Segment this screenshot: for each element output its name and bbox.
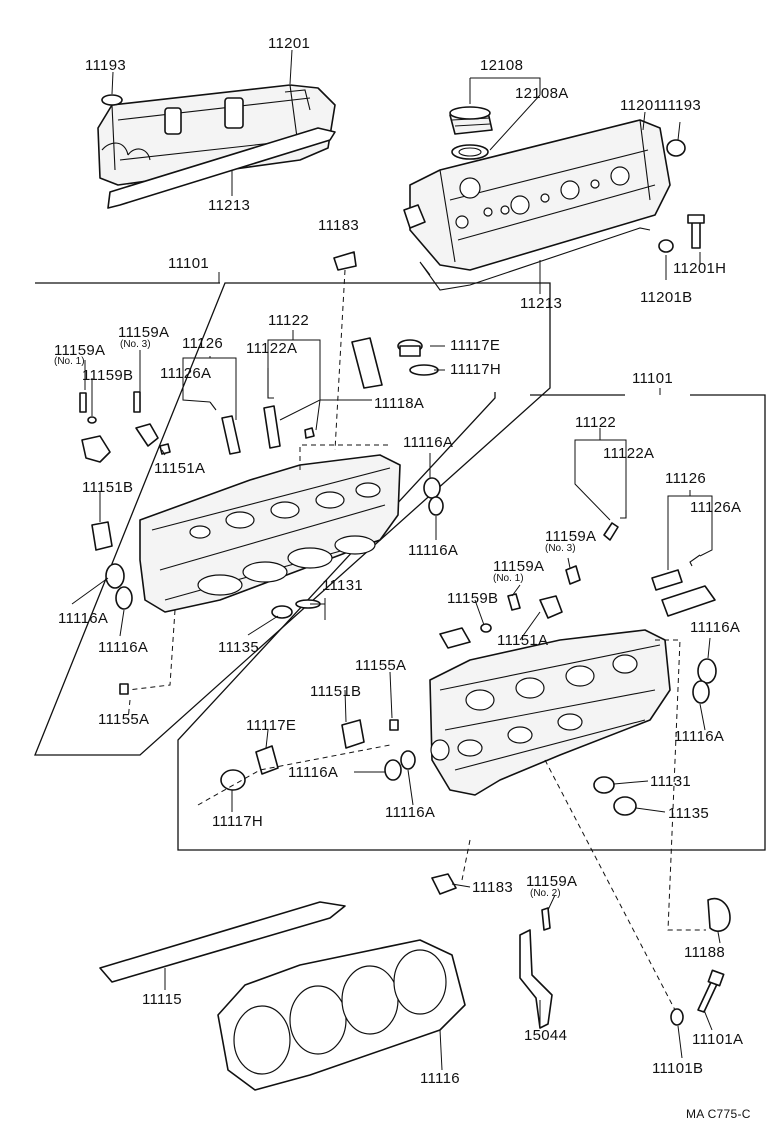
label-11116A-left-2: 11116A bbox=[408, 542, 459, 559]
label-11135-left: 11135 bbox=[218, 639, 259, 656]
label-11126-right: 11126 bbox=[665, 470, 706, 487]
label-11122A-right: 11122A bbox=[603, 445, 655, 462]
bracket-15044 bbox=[519, 929, 553, 1029]
label-11101B: 11101B bbox=[652, 1060, 704, 1077]
label-11101-right: 11101 bbox=[632, 370, 673, 387]
label-11159A-no1-right: 11159A bbox=[493, 558, 545, 575]
valve-cover-gasket-right bbox=[419, 227, 651, 291]
label-11193-top-left: 11193 bbox=[85, 57, 126, 74]
head-bolt bbox=[697, 969, 725, 1013]
label-no3-left: (No. 3) bbox=[120, 339, 151, 350]
diagram-code: MA C775-C bbox=[686, 1107, 751, 1121]
label-11193-right-text: 11193 bbox=[660, 97, 701, 114]
cam-plug bbox=[707, 898, 731, 932]
label-11213-top-left: 11213 bbox=[208, 197, 251, 214]
left-assembly-frame bbox=[34, 282, 551, 756]
left-head-small-parts bbox=[79, 251, 444, 695]
label-11117H-left: 11117H bbox=[450, 361, 502, 378]
label-11116A-left-1: 11116A bbox=[403, 434, 454, 451]
label-11151B-left: 11151B bbox=[82, 479, 134, 496]
label-11126A-right: 11126A bbox=[690, 499, 742, 516]
valve-cover-left bbox=[97, 84, 336, 186]
label-11116A-left-3: 11116A bbox=[58, 610, 109, 627]
label-11116A-left-4: 11116A bbox=[98, 639, 149, 656]
oil-filler-cap bbox=[449, 106, 493, 135]
label-11201H: 11201H bbox=[673, 260, 727, 277]
oil-filler-cap-gasket bbox=[451, 144, 489, 160]
cylinder-head-right bbox=[429, 629, 671, 796]
label-11122-right: 11122 bbox=[575, 414, 616, 431]
label-no1-left: (No. 1) bbox=[54, 356, 85, 367]
label-11188: 11188 bbox=[684, 944, 725, 961]
oil-filler-grommet-right bbox=[666, 139, 686, 157]
right-assembly-frame bbox=[177, 392, 766, 851]
label-11131-right: 11131 bbox=[650, 773, 691, 790]
label-11101-left: 11101 bbox=[168, 255, 209, 272]
leader-lines bbox=[71, 49, 721, 1071]
valve-cover-gasket-left bbox=[107, 127, 336, 209]
label-11159A-no2: 11159A bbox=[526, 873, 578, 890]
cylinder-head-gasket bbox=[217, 939, 466, 1091]
cylinder-head-left bbox=[139, 454, 401, 613]
label-11116A-right-1: 11116A bbox=[690, 619, 741, 636]
head-bolt-washer bbox=[670, 1008, 684, 1026]
label-11122-left: 11122 bbox=[268, 312, 309, 329]
label-11151A-left: 11151A bbox=[154, 460, 206, 477]
label-11126-left: 11126 bbox=[182, 335, 223, 352]
label-11101A: 11101A bbox=[692, 1031, 744, 1048]
label-11183-bottom: 11183 bbox=[472, 879, 513, 896]
label-11117H-right: 11117H bbox=[212, 813, 264, 830]
label-11159A-no1-left: 11159A bbox=[54, 342, 106, 359]
label-11116A-right-2: 11116A bbox=[674, 728, 725, 745]
label-11159B-right: 11159B bbox=[447, 590, 499, 607]
label-11159B-left: 11159B bbox=[82, 367, 134, 384]
label-11116: 11116 bbox=[420, 1070, 460, 1087]
label-11159A-no3-right: 11159A bbox=[545, 528, 597, 545]
label-11135-right: 11135 bbox=[668, 805, 709, 822]
label-11201-top-right: 11201 bbox=[620, 97, 663, 114]
label-no3-right: (No. 3) bbox=[545, 543, 576, 554]
cover-bolt-seal bbox=[658, 214, 705, 253]
label-11151A-right: 11151A bbox=[497, 632, 549, 649]
label-11155A-right: 11155A bbox=[355, 657, 407, 674]
label-11159A-no3-left: 11159A bbox=[118, 324, 170, 341]
valve-cover-right bbox=[403, 119, 671, 271]
dashed-guides bbox=[127, 269, 706, 1011]
label-11131-left: 11131 bbox=[322, 577, 363, 594]
label-15044: 15044 bbox=[524, 1027, 568, 1044]
label-11201B: 11201B bbox=[640, 289, 693, 306]
bolt-11159A-no2 bbox=[541, 907, 551, 931]
oil-filler-grommet-left bbox=[101, 94, 123, 106]
right-head-small-parts bbox=[220, 510, 717, 816]
label-11201-top-left: 11201 bbox=[268, 35, 311, 52]
label-11183-top: 11183 bbox=[318, 217, 359, 234]
cylinder-head-gasket-strip bbox=[99, 901, 346, 983]
seal-plug-11183 bbox=[431, 873, 457, 895]
label-11126A-left: 11126A bbox=[160, 365, 212, 382]
label-no2: (No. 2) bbox=[530, 888, 561, 899]
label-11193-right: 11193 bbox=[660, 98, 701, 113]
label-11116A-right-4: 11116A bbox=[385, 804, 436, 821]
label-12108: 12108 bbox=[480, 57, 524, 74]
label-11116A-right-3: 11116A bbox=[288, 764, 339, 781]
label-11213-top-right: 11213 bbox=[520, 295, 563, 312]
label-11115: 11115 bbox=[142, 991, 182, 1008]
label-11117E-left: 11117E bbox=[450, 337, 501, 354]
label-no1-right: (No. 1) bbox=[493, 573, 524, 584]
label-11117E-right: 11117E bbox=[246, 717, 297, 734]
label-12108A: 12108A bbox=[515, 85, 569, 102]
label-11118A: 11118A bbox=[374, 395, 425, 412]
label-11122A-left: 11122A bbox=[246, 340, 298, 357]
label-11155A-left: 11155A bbox=[98, 711, 150, 728]
label-11151B-right: 11151B bbox=[310, 683, 362, 700]
